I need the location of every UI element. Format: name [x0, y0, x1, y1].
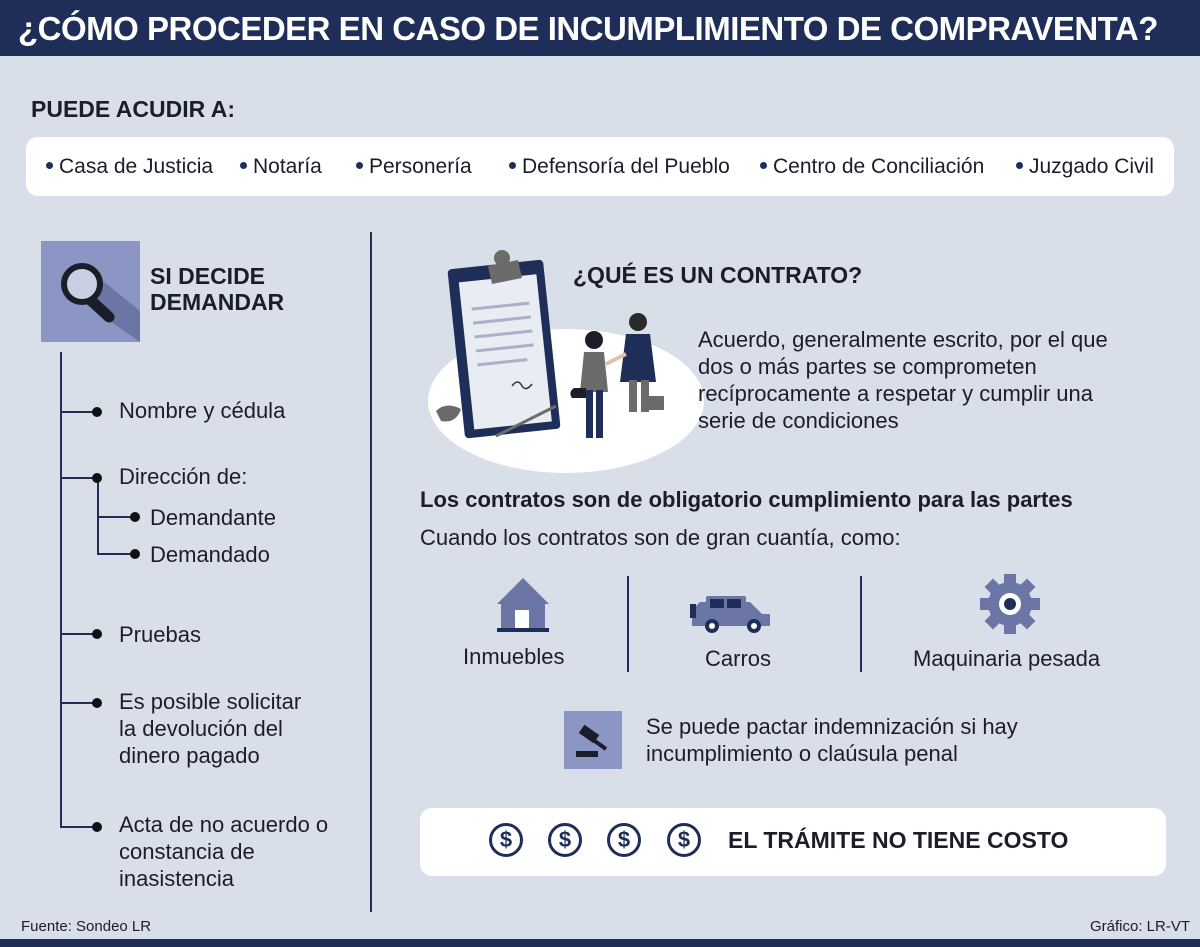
sub-tree-branch	[97, 516, 132, 518]
demand-sub-item: Demandado	[150, 542, 270, 567]
example-label: Inmuebles	[463, 644, 565, 669]
footer-source: Fuente: Sondeo LR	[21, 918, 152, 935]
bullet-icon	[92, 629, 102, 639]
bullet-icon	[46, 161, 53, 169]
gavel-icon	[564, 711, 622, 769]
demand-heading: SI DECIDE DEMANDAR	[150, 263, 284, 315]
gear-icon	[980, 574, 1040, 634]
page-title: ¿CÓMO PROCEDER EN CASO DE INCUMPLIMIENTO…	[0, 0, 1200, 56]
place-item: Notaría	[240, 155, 322, 179]
bullet-icon	[760, 161, 767, 169]
tree-branch	[60, 826, 96, 828]
demand-heading-line2: DEMANDAR	[150, 289, 285, 315]
tree-branch	[60, 477, 96, 479]
demand-item: Nombre y cédula	[119, 398, 286, 423]
tree-trunk	[60, 352, 62, 828]
example-separator	[860, 576, 862, 672]
demand-item: Dirección de:	[119, 464, 248, 489]
example-label: Carros	[705, 646, 772, 671]
place-item: Defensoría del Pueblo	[509, 155, 730, 179]
bottom-bar	[0, 939, 1200, 947]
sub-tree-branch	[97, 553, 132, 555]
house-icon	[497, 578, 549, 632]
large-amount-text: Cuando los contratos son de gran cuantía…	[420, 525, 901, 550]
contract-definition: Acuerdo, generalmente escrito, por el qu…	[698, 327, 1108, 433]
demand-heading-line1: SI DECIDE	[150, 263, 266, 289]
bullet-icon	[1016, 161, 1023, 169]
place-item: Juzgado Civil	[1016, 155, 1154, 179]
places-box	[26, 137, 1174, 196]
obligatory-text: Los contratos son de obligatorio cumplim…	[420, 487, 1073, 512]
bullet-icon	[356, 161, 363, 169]
bullet-icon	[92, 822, 102, 832]
contract-illustration	[428, 250, 704, 473]
column-divider	[370, 232, 372, 912]
cost-text: EL TRÁMITE NO TIENE COSTO	[728, 827, 1069, 853]
dollar-coin-icon: $	[607, 823, 641, 857]
bullet-icon	[130, 512, 140, 522]
compensation-text: Se puede pactar indemnización si hay inc…	[646, 714, 1018, 766]
bullet-icon	[92, 407, 102, 417]
place-item: Personería	[356, 155, 472, 179]
place-item: Casa de Justicia	[46, 155, 213, 179]
tree-branch	[60, 633, 96, 635]
footer-graphic: Gráfico: LR-VT	[1090, 918, 1191, 935]
places-heading: PUEDE ACUDIR A:	[31, 96, 236, 122]
cost-box	[420, 808, 1166, 876]
demand-item: Acta de no acuerdo o constancia de inasi…	[119, 812, 329, 891]
dollar-coin-icon: $	[548, 823, 582, 857]
car-icon	[690, 596, 770, 633]
demand-item: Es posible solicitar la devolución del d…	[119, 689, 302, 768]
bullet-icon	[130, 549, 140, 559]
dollar-coin-icon: $	[489, 823, 523, 857]
contract-heading: ¿QUÉ ES UN CONTRATO?	[573, 262, 863, 288]
example-separator	[627, 576, 629, 672]
magnifier-icon	[41, 241, 140, 342]
demand-sub-item: Demandante	[150, 505, 276, 530]
bullet-icon	[509, 161, 516, 169]
place-item: Centro de Conciliación	[760, 155, 984, 179]
demand-item: Pruebas	[119, 622, 201, 647]
bullet-icon	[92, 473, 102, 483]
bullet-icon	[92, 698, 102, 708]
tree-branch	[60, 411, 96, 413]
example-label: Maquinaria pesada	[913, 646, 1101, 671]
dollar-coin-icon: $	[667, 823, 701, 857]
tree-branch	[60, 702, 96, 704]
bullet-icon	[240, 161, 247, 169]
